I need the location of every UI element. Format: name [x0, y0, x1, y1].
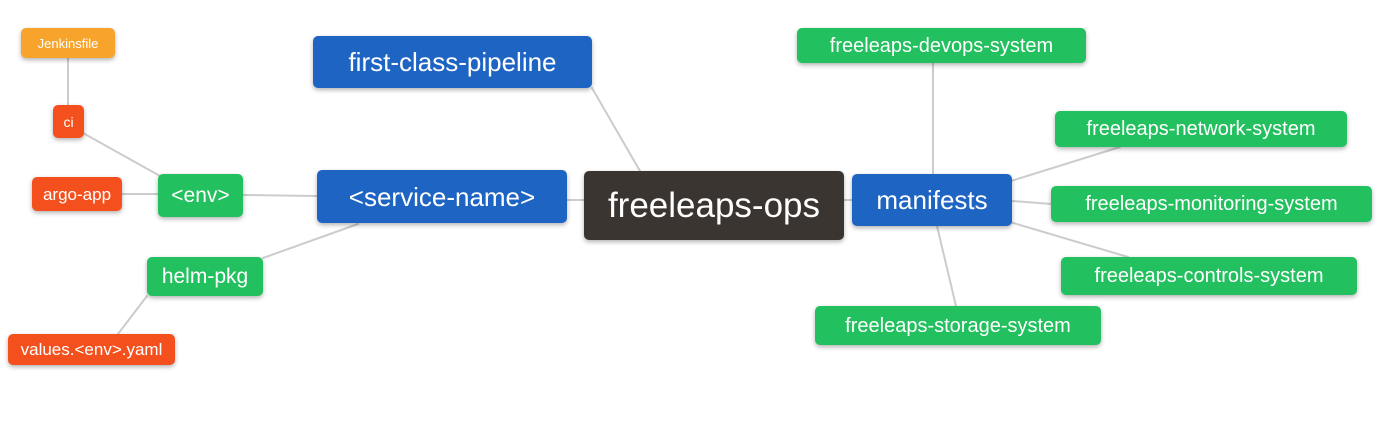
edge-manifests-monitoring	[1011, 200, 1053, 205]
node-values-env-yaml[interactable]: values.<env>.yaml	[8, 334, 175, 365]
node-freeleaps-devops-system[interactable]: freeleaps-devops-system	[797, 28, 1086, 63]
node-manifests[interactable]: manifests	[852, 174, 1012, 226]
edge-values-helm-pkg	[117, 295, 148, 335]
edge-manifests-network	[1010, 146, 1121, 182]
node-ci[interactable]: ci	[53, 105, 84, 138]
node-argo-app[interactable]: argo-app	[32, 177, 122, 211]
edge-first-class-pipeline-root	[591, 87, 641, 172]
node-service-name[interactable]: <service-name>	[317, 170, 567, 223]
edge-manifests-storage	[936, 225, 957, 307]
edge-manifests-controls	[1009, 221, 1129, 258]
edge-helm-pkg-service-name	[262, 223, 359, 259]
edge-env-service-name	[242, 194, 318, 197]
node-freeleaps-network-system[interactable]: freeleaps-network-system	[1055, 111, 1347, 147]
edge-ci-env	[82, 132, 161, 177]
node-freeleaps-monitoring-system[interactable]: freeleaps-monitoring-system	[1051, 186, 1372, 222]
node-freeleaps-controls-system[interactable]: freeleaps-controls-system	[1061, 257, 1357, 295]
node-first-class-pipeline[interactable]: first-class-pipeline	[313, 36, 592, 88]
node-jenkinsfile[interactable]: Jenkinsfile	[21, 28, 115, 58]
node-freeleaps-ops[interactable]: freeleaps-ops	[584, 171, 844, 240]
node-freeleaps-storage-system[interactable]: freeleaps-storage-system	[815, 306, 1101, 345]
node-helm-pkg[interactable]: helm-pkg	[147, 257, 263, 296]
node-env[interactable]: <env>	[158, 174, 243, 217]
